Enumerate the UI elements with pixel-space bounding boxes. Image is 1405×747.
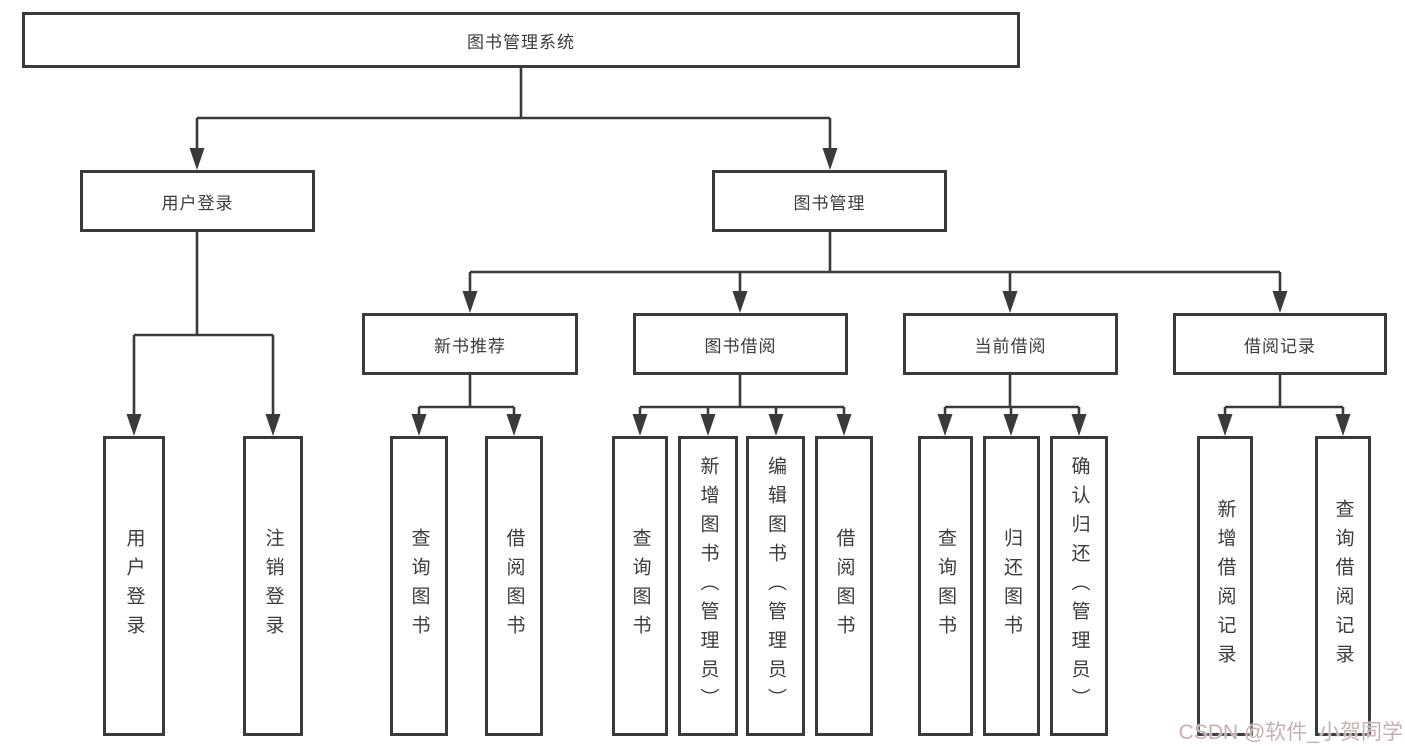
leaf-borrow-books: 借阅图书 (815, 436, 873, 736)
leaf-edit-books-admin-label: 编辑图书（管理员） (765, 455, 786, 717)
node-current-borrow-label: 当前借阅 (974, 336, 1047, 356)
node-book-borrow-label: 图书借阅 (704, 336, 777, 356)
leaf-query-books-recommend-label: 查询图书 (408, 528, 430, 644)
leaf-user-login: 用户登录 (103, 436, 165, 736)
node-book-borrow: 图书借阅 (633, 313, 848, 375)
leaf-query-books-borrow: 查询图书 (612, 436, 668, 736)
leaf-query-books-borrow-label: 查询图书 (629, 528, 651, 644)
leaf-add-books-admin-label: 新增图书（管理员） (697, 455, 719, 717)
leaf-confirm-return-admin-label: 确认归还（管理员） (1068, 455, 1090, 717)
node-new-book-recommend: 新书推荐 (362, 313, 578, 375)
leaf-query-books-current-label: 查询图书 (935, 528, 956, 644)
leaf-return-books: 归还图书 (983, 436, 1040, 736)
node-new-book-recommend-label: 新书推荐 (434, 336, 506, 356)
leaf-borrow-books-recommend: 借阅图书 (485, 436, 543, 736)
node-borrow-records: 借阅记录 (1173, 313, 1387, 375)
leaf-query-books-current: 查询图书 (918, 436, 973, 736)
leaf-query-books-recommend: 查询图书 (390, 436, 448, 736)
node-book-management-label: 图书管理 (793, 193, 866, 213)
leaf-logout: 注销登录 (243, 436, 303, 736)
leaf-query-borrow-record-label: 查询借阅记录 (1332, 499, 1354, 673)
node-user-login: 用户登录 (80, 170, 315, 232)
leaf-add-borrow-record: 新增借阅记录 (1197, 436, 1253, 736)
leaf-borrow-books-label: 借阅图书 (833, 528, 855, 644)
leaf-borrow-books-recommend-label: 借阅图书 (503, 528, 525, 644)
node-root-label: 图书管理系统 (467, 32, 575, 52)
leaf-add-borrow-record-label: 新增借阅记录 (1214, 499, 1236, 673)
node-current-borrow: 当前借阅 (903, 313, 1118, 375)
leaf-user-login-label: 用户登录 (123, 528, 145, 644)
leaf-add-books-admin: 新增图书（管理员） (678, 436, 738, 736)
node-book-management: 图书管理 (712, 170, 947, 232)
leaf-return-books-label: 归还图书 (1001, 528, 1022, 644)
leaf-logout-label: 注销登录 (262, 528, 284, 644)
leaf-query-borrow-record: 查询借阅记录 (1315, 436, 1371, 736)
leaf-edit-books-admin: 编辑图书（管理员） (746, 436, 805, 736)
leaf-confirm-return-admin: 确认归还（管理员） (1050, 436, 1108, 736)
node-root: 图书管理系统 (22, 12, 1020, 68)
csdn-watermark: CSDN @软件_小贺同学 (1178, 721, 1403, 744)
node-borrow-records-label: 借阅记录 (1244, 336, 1316, 356)
node-user-login-label: 用户登录 (161, 193, 234, 213)
